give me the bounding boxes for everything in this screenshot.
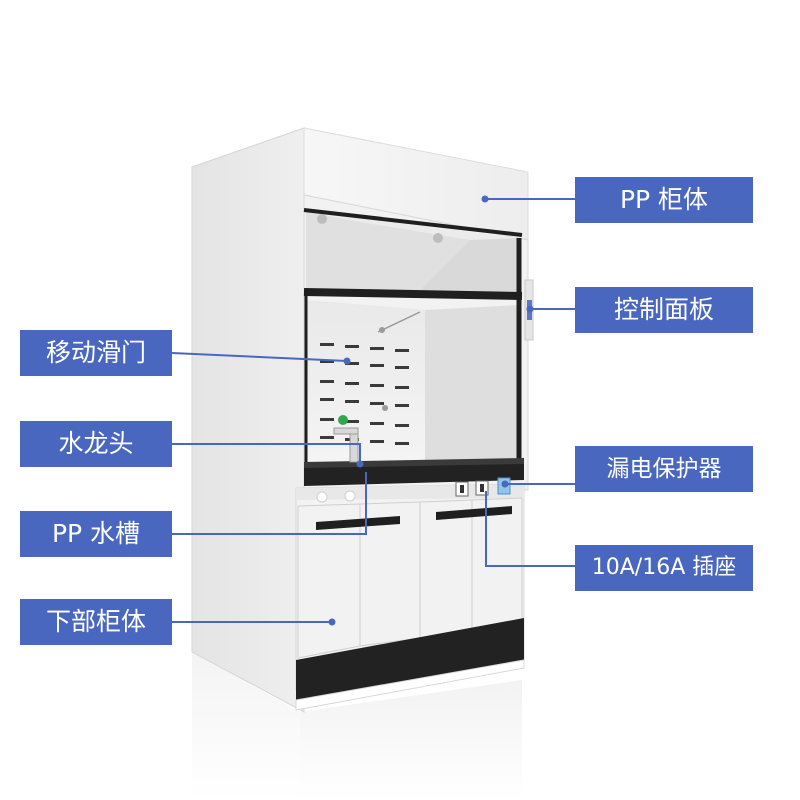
cabinet-plinth: [296, 618, 524, 700]
cabinet-side-panel: [191, 127, 305, 713]
floor-reflection: [192, 652, 522, 800]
label-control-panel: 控制面板: [575, 287, 753, 333]
door-handles: [316, 506, 512, 530]
interior-side-wall: [425, 305, 520, 462]
label-pp-sink: PP 水槽: [20, 511, 172, 557]
leader-endpoints: [328, 195, 534, 626]
interior-back-wall: [306, 300, 425, 462]
label-socket: 10A/16A 插座: [575, 545, 753, 591]
sliding-sash-frame: [303, 208, 523, 466]
faucet-device: [333, 415, 359, 463]
socket-panel: [455, 477, 511, 497]
label-lower-cabinet: 下部柜体: [20, 599, 172, 645]
label-pp-cabinet-body: PP 柜体: [575, 177, 753, 223]
label-sliding-door: 移动滑门: [20, 330, 172, 376]
leader-lines: [171, 198, 575, 623]
label-faucet: 水龙头: [20, 421, 172, 467]
countertop: [304, 462, 524, 486]
label-leakage-protector: 漏电保护器: [575, 446, 753, 492]
